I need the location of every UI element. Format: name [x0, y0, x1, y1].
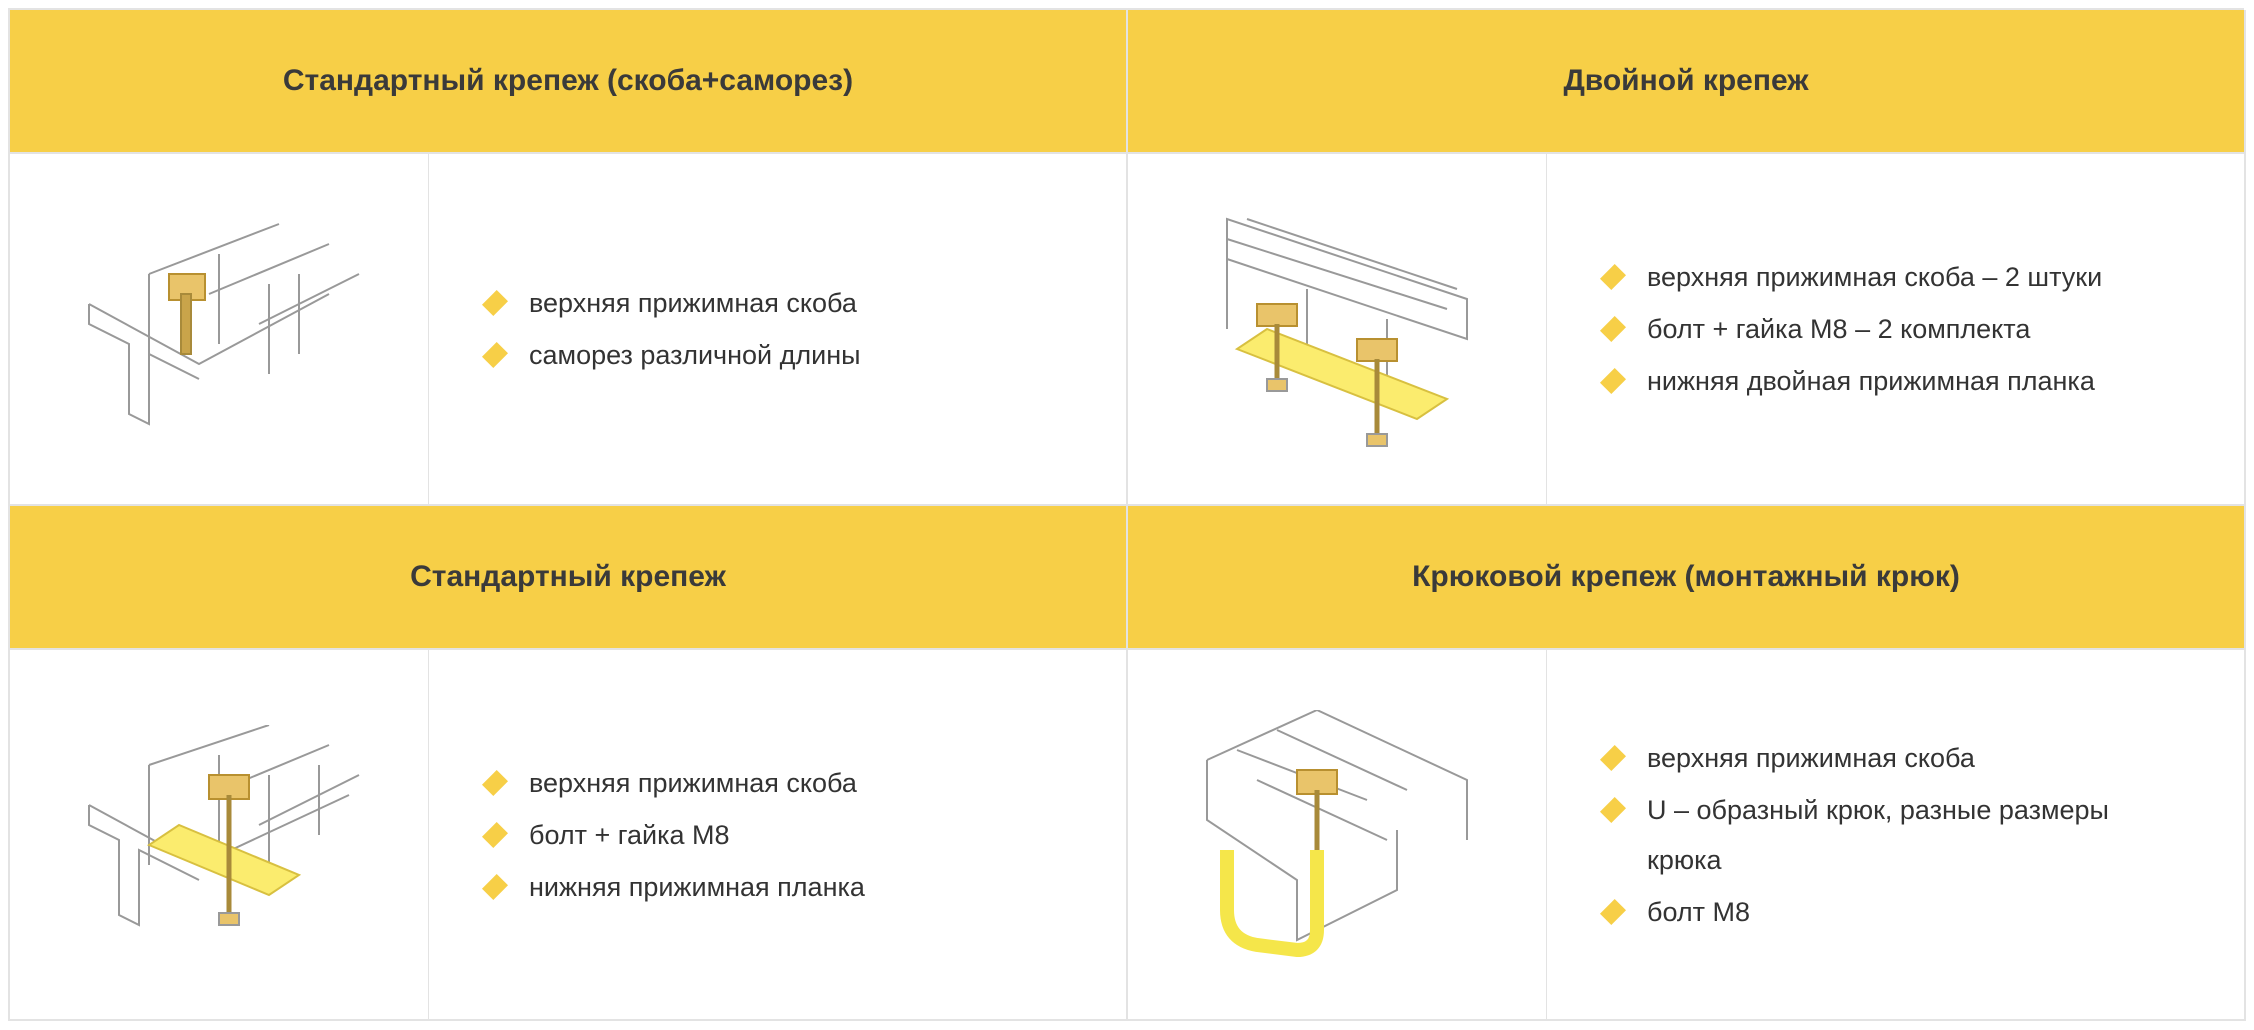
diamond-bullet-icon — [481, 873, 509, 900]
card-body: верхняя прижимная скоба болт + гайка М8 … — [10, 650, 1128, 1021]
fastener-table: Стандартный крепеж (скоба+саморез) Двойн… — [8, 8, 2246, 1021]
item-text: верхняя прижимная скоба — [529, 767, 857, 798]
card-body: верхняя прижимная скоба U – образный крю… — [1128, 650, 2246, 1021]
list-item: верхняя прижимная скоба — [1599, 733, 2161, 783]
item-text: верхняя прижимная скоба – 2 штуки — [1647, 262, 2103, 292]
diamond-bullet-icon — [481, 289, 509, 317]
item-text: нижняя двойная прижимная планка — [1647, 366, 2095, 396]
card-title: Стандартный крепеж — [10, 506, 1128, 650]
item-text: болт + гайка М8 — [529, 819, 730, 850]
list-item: верхняя прижимная скоба — [481, 278, 861, 328]
item-text: верхняя прижимная скоба — [529, 288, 857, 318]
item-text: болт + гайка М8 – 2 комплекта — [1647, 314, 2031, 344]
item-text: саморез различной длины — [529, 340, 861, 370]
diamond-bullet-icon — [1599, 263, 1627, 291]
diamond-bullet-icon — [481, 821, 509, 848]
diamond-bullet-icon — [1599, 898, 1627, 925]
item-text: верхняя прижимная скоба — [1647, 742, 1975, 773]
item-text: U – образный крюк, разные размеры крюка — [1647, 794, 2109, 875]
diamond-bullet-icon — [481, 769, 509, 796]
fastener-illustration — [1128, 650, 1547, 1019]
diamond-bullet-icon — [1599, 744, 1627, 771]
item-text: нижняя прижимная планка — [529, 871, 865, 902]
card-title: Крюковой крепеж (монтажный крюк) — [1128, 506, 2246, 650]
card-title: Стандартный крепеж (скоба+саморез) — [10, 10, 1128, 154]
diamond-bullet-icon — [1599, 796, 1627, 823]
list-item: саморез различной длины — [481, 330, 861, 380]
list-item: U – образный крюк, разные размеры крюка — [1599, 785, 2161, 885]
list-item: верхняя прижимная скоба – 2 штуки — [1599, 252, 2103, 302]
list-item: болт + гайка М8 — [481, 810, 865, 860]
list-item: нижняя двойная прижимная планка — [1599, 356, 2102, 406]
item-text: болт М8 — [1647, 896, 1751, 927]
diamond-bullet-icon — [1599, 367, 1627, 395]
card-title: Двойной крепеж — [1128, 10, 2246, 154]
list-item: болт М8 — [1599, 887, 2161, 937]
list-item: болт + гайка М8 – 2 комплекта — [1599, 304, 2102, 354]
list-item: верхняя прижимная скоба — [481, 758, 865, 808]
fastener-illustration — [10, 650, 429, 1019]
card-body: верхняя прижимная скоба – 2 штуки болт +… — [1128, 154, 2246, 506]
card-body: верхняя прижимная скоба саморез различно… — [10, 154, 1128, 506]
fastener-illustration — [1128, 154, 1547, 504]
diamond-bullet-icon — [1599, 315, 1627, 343]
list-item: нижняя прижимная планка — [481, 862, 865, 912]
fastener-illustration — [10, 154, 429, 504]
diamond-bullet-icon — [481, 341, 509, 369]
